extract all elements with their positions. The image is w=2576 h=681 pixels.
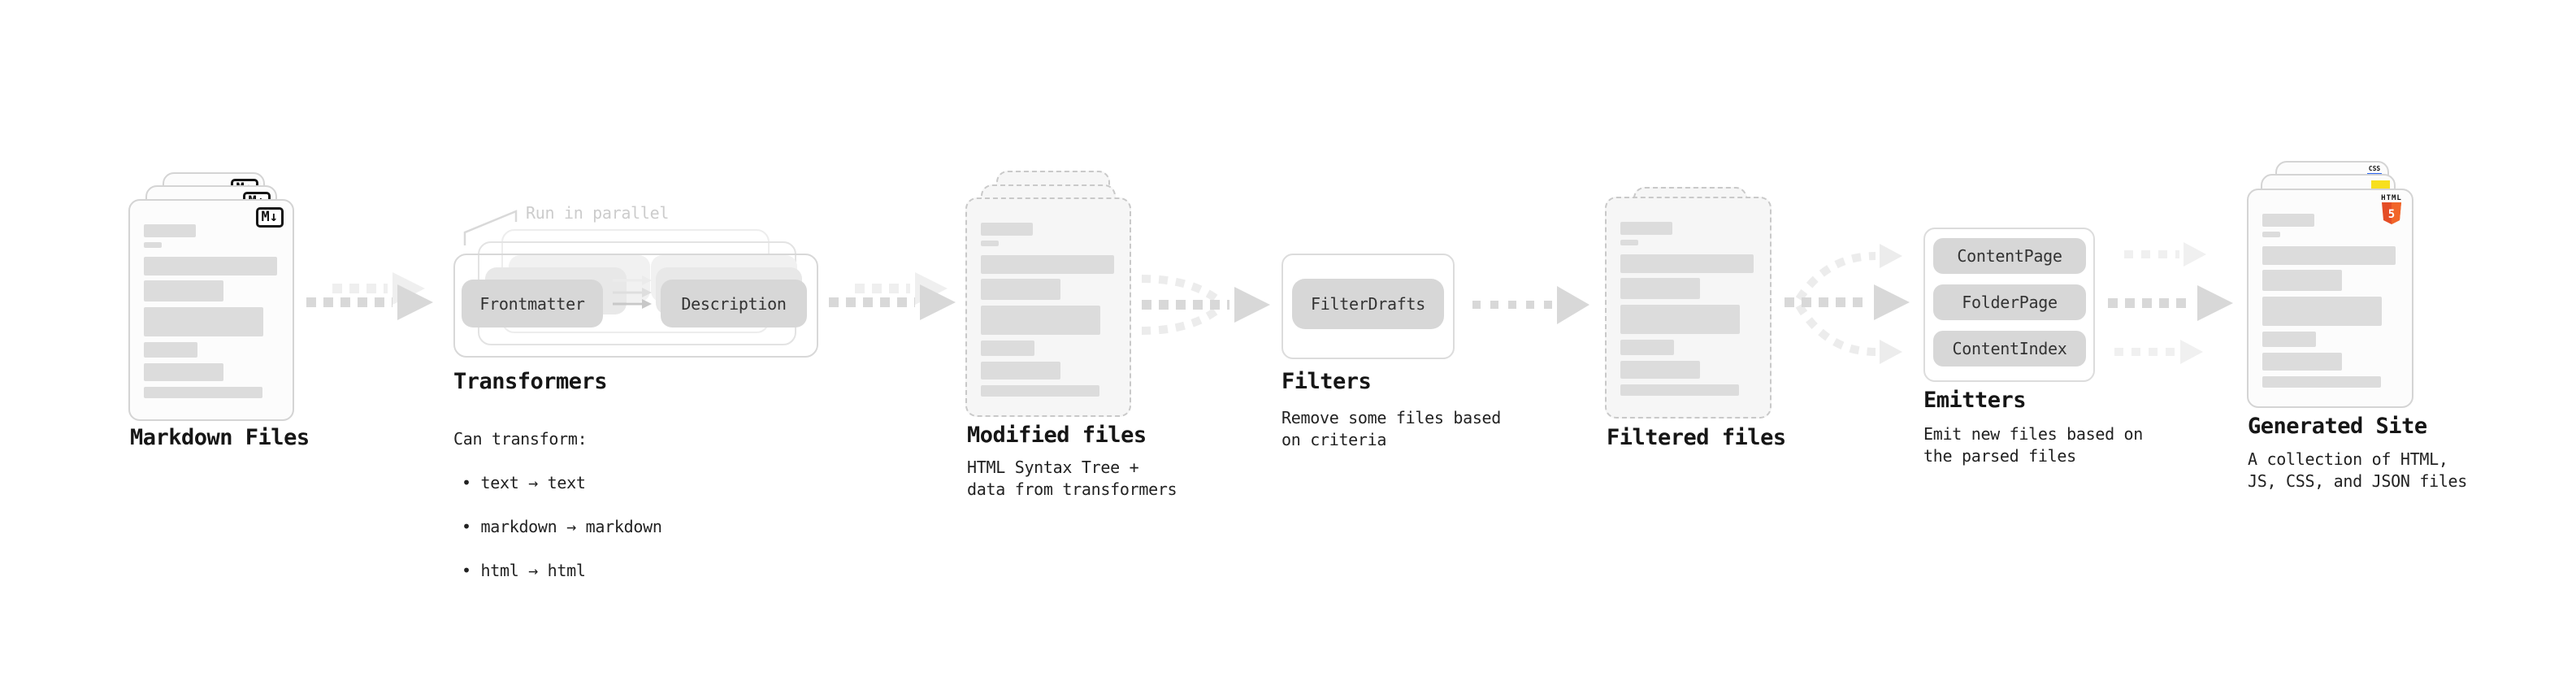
skeleton-bar [981,385,1099,397]
skeleton-bar [981,223,1033,236]
skeleton-bar [1620,384,1739,396]
stage-title-transformers: Transformers [453,369,608,394]
file-content-skeleton [981,223,1114,397]
skeleton-bar [144,342,197,358]
html5-icon: HTML 5 [2379,194,2404,225]
filter-node-filterdrafts: FilterDrafts [1292,279,1444,329]
skeleton-bar [981,279,1060,300]
emitter-node-folderpage: FolderPage [1933,284,2086,320]
transformer-node-frontmatter: Frontmatter [462,280,603,327]
skeleton-bar [1620,305,1740,334]
transformers-description: Can transform: • text → text • markdown … [453,406,662,604]
css-icon-label: CSS [2368,165,2381,172]
transformer-layer-front [453,254,818,358]
transformers-desc-heading: Can transform: [453,429,588,449]
transformers-bullet: • markdown → markdown [462,517,662,536]
run-in-parallel-callout-line [463,210,518,245]
skeleton-bar [2262,270,2342,291]
skeleton-bar [144,242,162,248]
stage-title-modified-files: Modified files [967,423,1147,448]
skeleton-bar [1620,222,1672,235]
transform-step-arrows [613,275,652,309]
markdown-file-card: M↓ [128,199,294,421]
stage-title-generated-site: Generated Site [2248,414,2427,439]
skeleton-bar [144,224,196,237]
skeleton-bar [144,257,277,275]
skeleton-bar [2262,246,2396,265]
transformer-node-description: Description [661,280,807,327]
skeleton-bar [144,307,263,336]
markdown-icon: M↓ [255,207,284,228]
file-content-skeleton [2262,214,2396,388]
skeleton-bar [981,362,1060,380]
skeleton-bar [2262,232,2280,237]
skeleton-bar [2262,332,2316,347]
skeleton-bar [2262,376,2381,388]
emitters-description: Emit new files based on the parsed files [1923,424,2144,466]
html5-shield: 5 [2382,202,2401,224]
modified-file-card [965,197,1131,417]
modified-files-description: HTML Syntax Tree + data from transformer… [967,458,1177,499]
skeleton-bar [981,340,1034,356]
skeleton-bar [1620,361,1700,379]
stage-title-markdown-files: Markdown Files [130,425,310,450]
skeleton-bar [981,255,1114,274]
generated-site-description: A collection of HTML, JS, CSS, and JSON … [2248,449,2468,491]
skeleton-bar [981,241,999,246]
run-in-parallel-label: Run in parallel [526,203,670,223]
skeleton-bar [2262,214,2314,227]
filters-description: Remove some files based on criteria [1281,408,1502,449]
transformers-bullet: • html → html [462,561,586,580]
skeleton-bar [144,387,262,398]
generated-file-card-html: HTML 5 [2247,189,2413,408]
arrow-filters-to-filtered [1472,286,1589,324]
skeleton-bar [1620,240,1638,245]
skeleton-bar [1620,278,1700,299]
html5-icon-word: HTML [2381,194,2402,202]
skeleton-bar [144,363,223,381]
arrow-modified-to-filters [1141,275,1270,335]
skeleton-bar [981,306,1100,335]
stage-title-filtered-files: Filtered files [1607,425,1786,450]
html5-shield-number: 5 [2388,208,2395,221]
skeleton-bar [2262,297,2382,326]
filtered-file-card [1605,197,1772,419]
skeleton-bar [1620,340,1674,355]
arrow-emitters-to-generated [2108,242,2233,364]
stage-title-emitters: Emitters [1923,388,2027,413]
emitter-node-contentpage: ContentPage [1933,238,2086,274]
file-content-skeleton [1620,222,1754,396]
emitter-node-contentindex: ContentIndex [1933,331,2086,367]
skeleton-bar [144,280,223,301]
skeleton-bar [2262,353,2342,371]
arrow-transformers-to-modified [829,272,956,320]
stage-title-filters: Filters [1281,369,1372,394]
skeleton-bar [1620,254,1754,273]
arrow-filtered-to-emitters [1785,244,1910,364]
transformers-bullet: • text → text [462,473,586,492]
arrow-markdown-to-transformers [306,272,433,320]
file-content-skeleton [144,224,277,398]
